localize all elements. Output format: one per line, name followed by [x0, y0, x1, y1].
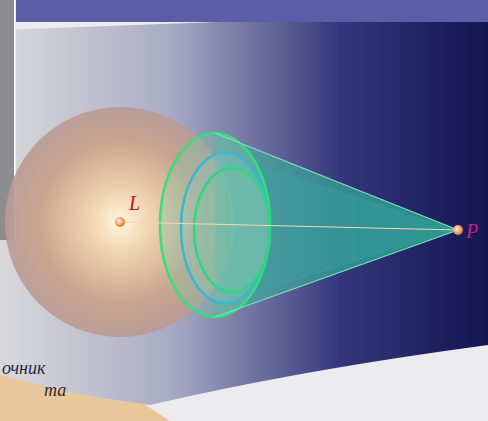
caption-fragment: очник [2, 359, 45, 377]
point-label: P [466, 221, 478, 241]
caption-fragment: та [44, 381, 66, 399]
point-label: L [129, 193, 140, 213]
